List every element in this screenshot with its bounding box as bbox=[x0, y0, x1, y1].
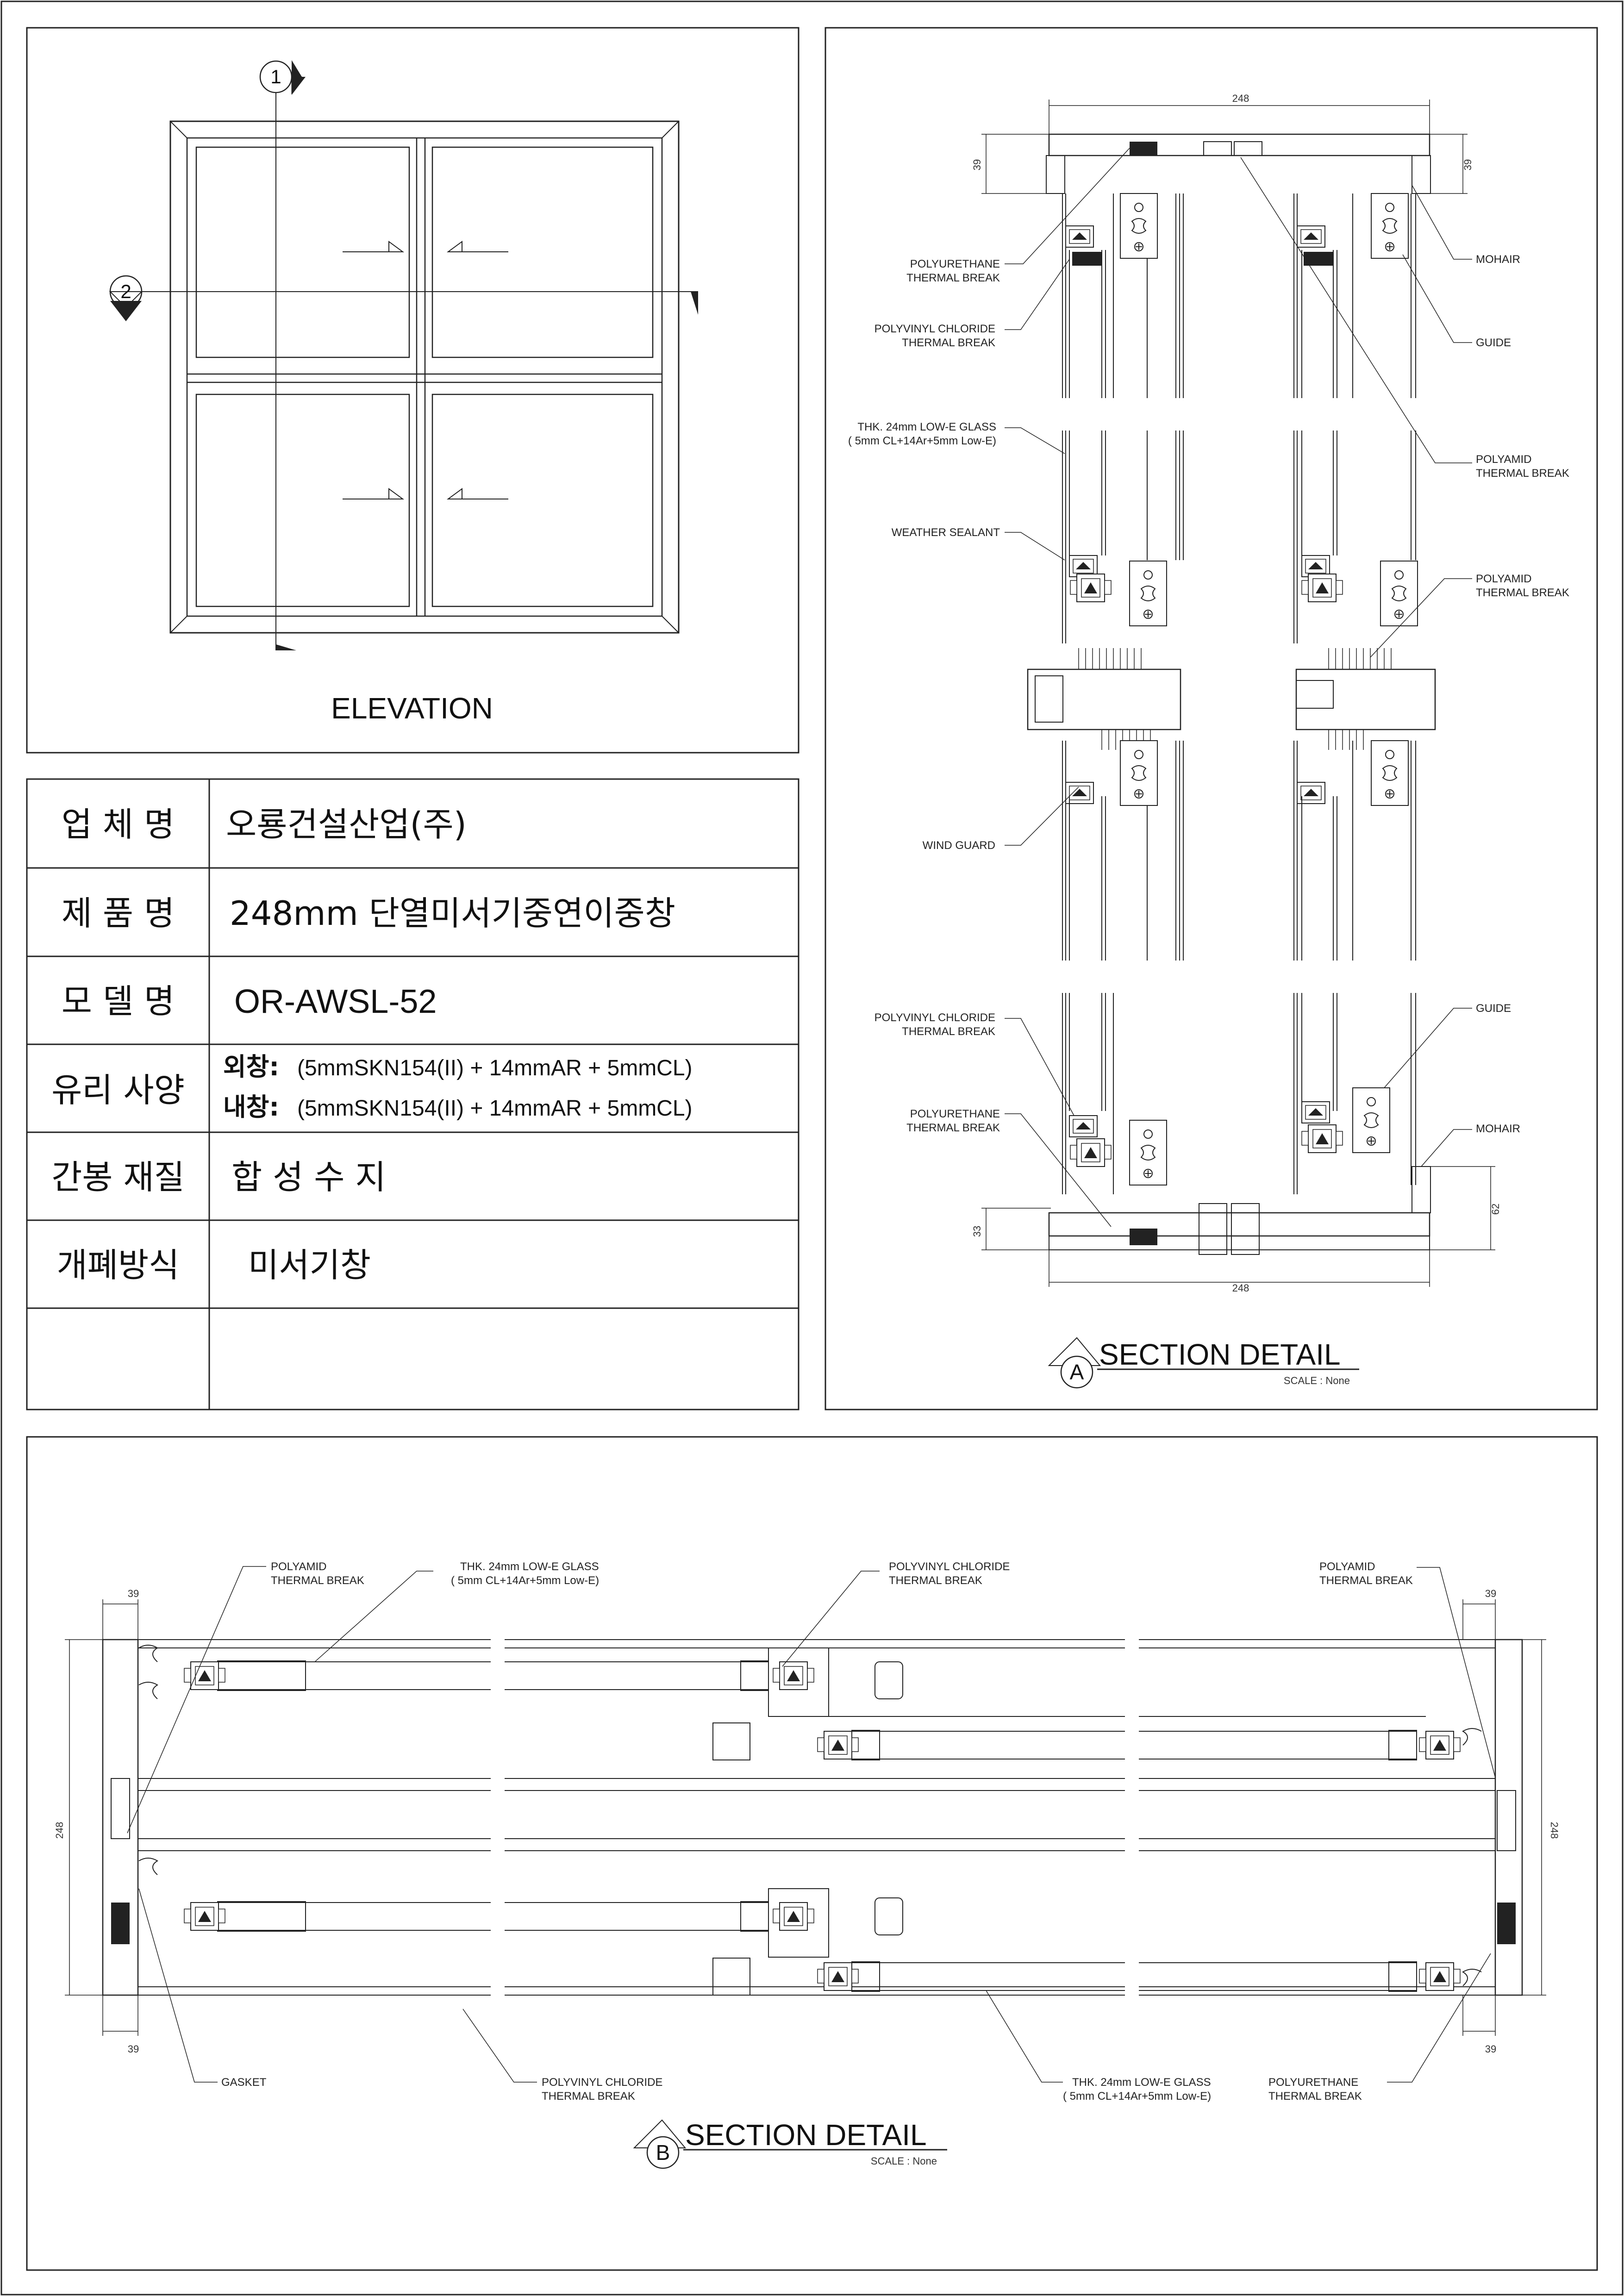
section-a-dim-bottom-right: 62 bbox=[1490, 1204, 1501, 1215]
section-b-dim-top-left: 39 bbox=[128, 1588, 139, 1599]
section-a-marker: A bbox=[1070, 1360, 1084, 1384]
label-weather-sealant: WEATHER SEALANT bbox=[892, 526, 1000, 539]
section-b-dim-top-right: 39 bbox=[1485, 1588, 1496, 1599]
spec-label-company: 업 체 명 bbox=[62, 805, 175, 844]
section-b-marker: B bbox=[656, 2140, 670, 2165]
label-glass-b-bottom: THK. 24mm LOW-E GLASS( 5mm CL+14Ar+5mm L… bbox=[1063, 2076, 1211, 2103]
label-mohair-a1: MOHAIR bbox=[1476, 253, 1520, 266]
spec-glass-outer-prefix: 외창: bbox=[223, 1052, 279, 1081]
section-b-dim-height-left: 248 bbox=[54, 1822, 65, 1839]
section-a-dim-bottom: 248 bbox=[1232, 1282, 1249, 1294]
section-b-dim-bottom-right: 39 bbox=[1485, 2043, 1496, 2055]
axis-1-label: 1 bbox=[270, 66, 281, 87]
label-glass-b-top: THK. 24mm LOW-E GLASS( 5mm CL+14Ar+5mm L… bbox=[451, 1560, 599, 1587]
label-guide-a2: GUIDE bbox=[1476, 1002, 1511, 1015]
label-wind-guard: WIND GUARD bbox=[923, 839, 995, 852]
section-b-dim-height-right: 248 bbox=[1549, 1822, 1560, 1839]
section-a-dim-top-left: 39 bbox=[971, 159, 983, 170]
spec-table: 업 체 명 오룡건설산업(주) 제 품 명 248mm 단열미서기중연이중창 모… bbox=[26, 778, 800, 1410]
spec-label-spacer: 간봉 재질 bbox=[51, 1158, 185, 1197]
section-b-panel: 39 39 39 39 248 248 PO bbox=[26, 1436, 1598, 2271]
section-b-dim-bottom-left: 39 bbox=[128, 2043, 139, 2055]
spec-value-company: 오룡건설산업(주) bbox=[226, 805, 467, 844]
section-b-title: SECTION DETAIL bbox=[685, 2118, 927, 2152]
section-b-scale: SCALE : None bbox=[871, 2155, 937, 2167]
spec-label-model: 모 델 명 bbox=[62, 982, 175, 1021]
spec-label-product: 제 품 명 bbox=[62, 894, 175, 933]
spec-label-opening: 개폐방식 bbox=[57, 1246, 180, 1285]
spec-value-model: OR-AWSL-52 bbox=[234, 983, 437, 1020]
label-gasket: GASKET bbox=[221, 2076, 267, 2089]
spec-glass-outer-value: (5mmSKN154(II) + 14mmAR + 5mmCL) bbox=[297, 1056, 693, 1080]
section-a-dim-top-right: 39 bbox=[1462, 159, 1474, 170]
elevation-panel: 1 2 ELEVATION bbox=[26, 27, 800, 754]
section-a-panel: 248 39 39 bbox=[824, 27, 1598, 1410]
axis-2-label: 2 bbox=[120, 281, 131, 302]
section-a-dim-bottom-left: 33 bbox=[971, 1226, 983, 1237]
section-a-title: SECTION DETAIL bbox=[1099, 1338, 1341, 1371]
spec-glass-inner-prefix: 내창: bbox=[223, 1092, 279, 1122]
label-glass-a: THK. 24mm LOW-E GLASS( 5mm CL+14Ar+5mm L… bbox=[848, 421, 996, 447]
elevation-title: ELEVATION bbox=[331, 692, 493, 725]
label-guide-a1: GUIDE bbox=[1476, 337, 1511, 349]
spec-glass-inner-value: (5mmSKN154(II) + 14mmAR + 5mmCL) bbox=[297, 1096, 693, 1121]
spec-value-opening: 미서기창 bbox=[248, 1246, 371, 1285]
section-a-dim-top: 248 bbox=[1232, 93, 1249, 104]
section-a-scale: SCALE : None bbox=[1284, 1375, 1350, 1386]
spec-value-product: 248mm 단열미서기중연이중창 bbox=[230, 894, 675, 933]
label-mohair-a2: MOHAIR bbox=[1476, 1123, 1520, 1135]
spec-label-glass: 유리 사양 bbox=[51, 1071, 185, 1110]
spec-value-spacer: 합 성 수 지 bbox=[231, 1158, 386, 1197]
